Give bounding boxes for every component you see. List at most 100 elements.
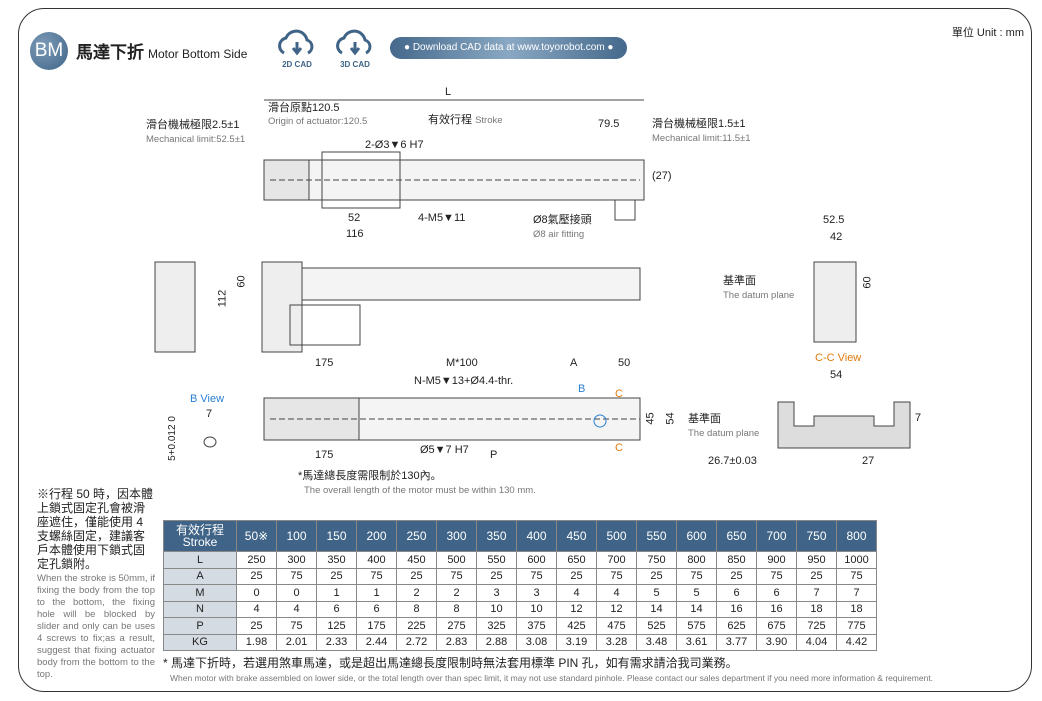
table-cell: 75: [756, 567, 797, 585]
footer-note-en: When motor with brake assembled on lower…: [170, 673, 934, 683]
dim-42: 42: [830, 231, 843, 243]
table-cell: 2.01: [276, 633, 317, 651]
air-fitting-label-en: Ø8 air fitting: [533, 229, 585, 240]
table-cell: 75: [516, 567, 557, 585]
title-en: Motor Bottom Side: [148, 47, 248, 61]
table-cell: 225: [396, 617, 437, 635]
dim-175: 175: [315, 357, 334, 369]
dim-27: (27): [652, 170, 672, 182]
table-cell: 3.61: [676, 633, 717, 651]
table-cell: 0: [276, 584, 317, 602]
b-view-title: B View: [190, 393, 225, 405]
origin-label: 滑台原點120.5: [268, 102, 340, 114]
table-cell: 350: [316, 551, 357, 569]
table-cell: 75: [356, 567, 397, 585]
table-cell: 4: [236, 600, 277, 618]
table-cell: 75: [436, 567, 477, 585]
table-cell: 2.44: [356, 633, 397, 651]
dim-45: 45: [644, 412, 657, 425]
table-cell: 425: [556, 617, 597, 635]
table-cell: 3: [476, 584, 517, 602]
stroke-column-header: 150: [316, 520, 357, 552]
table-cell: 4: [276, 600, 317, 618]
table-cell: 25: [476, 567, 517, 585]
mech-limit-right: 滑台機械極限1.5±1: [652, 118, 746, 130]
table-cell: 1000: [836, 551, 877, 569]
stroke-column-header: 750: [796, 520, 837, 552]
table-cell: 5: [636, 584, 677, 602]
table-cell: 3.77: [716, 633, 757, 651]
stroke-column-header: 550: [636, 520, 677, 552]
stroke-label: 有效行程: [428, 114, 472, 126]
datum-label-2-en: The datum plane: [688, 428, 760, 439]
stroke-column-header: 100: [276, 520, 317, 552]
table-cell: 2.72: [396, 633, 437, 651]
table-cell: 25: [236, 617, 277, 635]
table-cell: 1: [316, 584, 357, 602]
table-cell: 4.42: [836, 633, 877, 651]
cad-2d-button[interactable]: 2D CAD: [272, 28, 322, 69]
table-cell: 25: [796, 567, 837, 585]
mech-limit-left-en: Mechanical limit:52.5±1: [146, 134, 246, 145]
air-fitting-label: Ø8氣壓接頭: [533, 214, 592, 226]
dim-60b: 60: [861, 276, 874, 289]
download-cad-link[interactable]: ● Download CAD data at www.toyorobot.com…: [390, 37, 628, 59]
table-cell: 25: [316, 567, 357, 585]
dim-50: 50: [618, 357, 631, 369]
stroke-column-header: 300: [436, 520, 477, 552]
table-cell: 700: [596, 551, 637, 569]
stroke-50-note: ※行程 50 時，因本體上鎖式固定孔會被滑座遮住，僅能使用 4 支螺絲固定，建議…: [37, 487, 155, 681]
stroke-column-header: 350: [476, 520, 517, 552]
series-badge: BM: [30, 32, 68, 70]
dim-60: 60: [235, 275, 248, 288]
table-cell: 25: [636, 567, 677, 585]
origin-label-en: Origin of actuator:120.5: [268, 116, 368, 127]
mech-limit-left: 滑台機械極限2.5±1: [146, 119, 240, 131]
hole-spec-3: N-M5▼13+Ø4.4-thr.: [414, 375, 514, 387]
datum-label-2: 基準面: [688, 413, 721, 425]
download-label: Download CAD data at www.toyorobot.com: [412, 42, 605, 53]
technical-drawing: [154, 99, 911, 449]
table-cell: 1.98: [236, 633, 277, 651]
table-cell: 3.48: [636, 633, 677, 651]
dim-26-7: 26.7±0.03: [708, 455, 757, 467]
row-label: L: [163, 551, 237, 569]
dim-79-5: 79.5: [598, 118, 620, 130]
stroke-header-en: Stroke: [182, 535, 218, 549]
table-cell: 12: [596, 600, 637, 618]
side-view: [813, 261, 857, 343]
dim-175b: 175: [315, 449, 334, 461]
dim-116: 116: [346, 228, 364, 240]
table-cell: 10: [476, 600, 517, 618]
table-cell: 12: [556, 600, 597, 618]
table-cell: 75: [596, 567, 637, 585]
table-cell: 14: [676, 600, 717, 618]
hole-spec-1: 2-Ø3▼6 H7: [365, 139, 424, 151]
table-cell: 25: [236, 567, 277, 585]
cad-3d-button[interactable]: 3D CAD: [330, 28, 380, 69]
stroke-header-zh: 有效行程: [175, 523, 224, 537]
table-cell: 1: [356, 584, 397, 602]
dim-52: 52: [348, 212, 361, 224]
table-cell: 6: [756, 584, 797, 602]
table-cell: 4.04: [796, 633, 837, 651]
table-cell: 575: [676, 617, 717, 635]
table-cell: 7: [796, 584, 837, 602]
table-cell: 0: [236, 584, 277, 602]
stroke-column-header: 50※: [236, 520, 277, 552]
table-cell: 3.28: [596, 633, 637, 651]
stroke-column-header: 400: [516, 520, 557, 552]
row-label: A: [163, 567, 237, 585]
table-cell: 18: [836, 600, 877, 618]
dim-112: 112: [216, 289, 229, 308]
cloud-download-icon: [336, 29, 372, 56]
table-cell: 16: [716, 600, 757, 618]
table-cell: 850: [716, 551, 757, 569]
datum-label-en: The datum plane: [723, 290, 795, 301]
row-label: KG: [163, 633, 237, 651]
